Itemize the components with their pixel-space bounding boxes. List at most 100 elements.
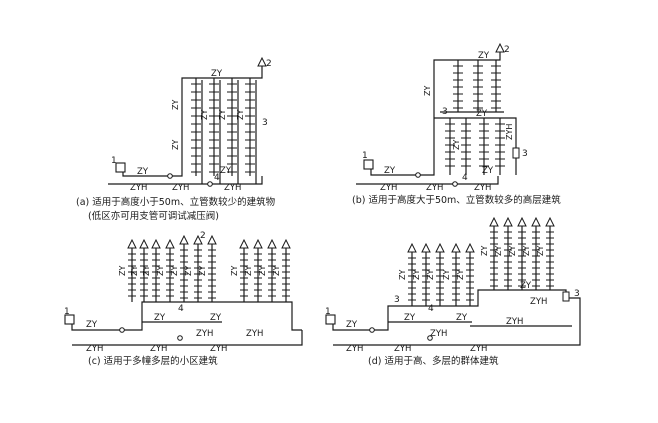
panel-a-zy-bottom: ZY <box>220 166 232 176</box>
panel-c-zyh-4: ZYH <box>246 329 263 339</box>
panel-b-zyh-vertical: ZYH <box>505 124 514 140</box>
panel-a-pump-icon <box>207 181 213 187</box>
panel-a-source-box <box>115 162 126 173</box>
panel-d-pump-icon <box>427 335 433 341</box>
panel-c-pump-icon <box>177 335 183 341</box>
panel-d-reducer-icon <box>562 291 570 302</box>
panel-d-label-1: 1 <box>325 307 331 317</box>
panel-a-valve-icon <box>167 173 173 179</box>
panel-b-reducer-icon <box>512 147 520 159</box>
panel-a-zy-vertical: ZY <box>171 100 180 110</box>
panel-d-zy-high: ZY <box>520 281 532 291</box>
caption-c: (c) 适用于多幢多层的小区建筑 <box>88 355 218 367</box>
panel-d-low-riser-3-label: ZY <box>426 270 435 280</box>
panel-d-supply-main <box>332 289 567 331</box>
panel-c-cluster1-riser-4-label: ZY <box>156 266 165 276</box>
panel-b-zy-bottom: ZY <box>482 166 494 176</box>
panel-d-high-riser-3-vent-icon <box>517 216 527 227</box>
panel-c-cluster1-riser-2-vent-icon <box>139 238 149 249</box>
panel-b-label-1: 1 <box>362 151 368 161</box>
panel-d-zyh-5: ZYH <box>530 297 547 307</box>
panel-d-low-riser-2-vent-icon <box>421 242 431 253</box>
panel-b-label-3b: 3 <box>522 149 528 159</box>
panel-b-supply-main <box>370 52 501 176</box>
panel-a-riser-3-label: ZY <box>218 110 227 120</box>
panel-a-zyh-1: ZYH <box>130 183 147 193</box>
panel-b-zyh-3: ZYH <box>474 183 491 193</box>
panel-d-low-riser-5-vent-icon <box>465 242 475 253</box>
panel-a-return-main <box>108 176 263 185</box>
panel-c-cluster1-riser-3-vent-icon <box>151 238 161 249</box>
panel-c-return-main <box>72 330 303 346</box>
panel-d-label-3b: 3 <box>574 289 580 299</box>
panel-d-valve-icon <box>369 327 375 333</box>
panel-d-high-riser-3-label: ZY <box>508 246 517 256</box>
panel-c-cluster3-riser-2-label: ZY <box>244 266 253 276</box>
panel-d-low-riser-1-vent-icon <box>407 242 417 253</box>
panel-b-source-box <box>363 159 374 170</box>
panel-c-zy-mid2: ZY <box>210 313 222 323</box>
panel-a-zy-top: ZY <box>211 69 223 79</box>
caption-a-line2: (低区亦可用支管可调试减压阀) <box>88 210 219 222</box>
panel-b-arrow-icon <box>495 42 505 53</box>
panel-d-low-riser-2-label: ZY <box>412 270 421 280</box>
panel-a-label-3: 3 <box>262 118 268 128</box>
panel-a-label-4: 4 <box>214 173 220 183</box>
panel-a-supply-main <box>122 66 263 177</box>
panel-d-zyh-6: ZYH <box>430 329 447 339</box>
panel-c-zy-main: ZY <box>86 320 98 330</box>
panel-d-low-riser-5-label: ZY <box>456 270 465 280</box>
panel-c-source-box <box>64 314 75 325</box>
panel-b-pump-icon <box>452 181 458 187</box>
caption-a-line1: (a) 适用于高度小于50m、立管数较少的建筑物 <box>76 196 276 208</box>
panel-c-cluster2-riser-3-label: ZY <box>198 266 207 276</box>
panel-c-cluster1-riser-2-label: ZY <box>130 266 139 276</box>
panel-c-cluster3-riser-4-label: ZY <box>272 266 281 276</box>
panel-d-zy-mid: ZY <box>404 313 416 323</box>
panel-d-low-riser-1-label: ZY <box>398 270 407 280</box>
panel-b-zy-main: ZY <box>384 166 396 176</box>
panel-d-label-4: 4 <box>428 304 434 314</box>
panel-d-high-riser-4-label: ZY <box>522 246 531 256</box>
panel-d-zyh-4: ZYH <box>506 317 523 327</box>
panel-d-high-riser-2-label: ZY <box>494 246 503 256</box>
panel-c-cluster2-riser-1-vent-icon <box>179 234 189 245</box>
panel-a-zy-main: ZY <box>137 167 149 177</box>
panel-c-zyh-3: ZYH <box>196 329 213 339</box>
panel-d-zyh-3: ZYH <box>470 344 487 354</box>
panel-c-label-1: 1 <box>64 307 70 317</box>
panel-c-cluster3-riser-1-label: ZY <box>230 266 239 276</box>
panel-a-label-2: 2 <box>266 59 272 69</box>
panel-d-high-riser-2-vent-icon <box>503 216 513 227</box>
panel-c-label-2: 2 <box>200 231 206 241</box>
panel-c-cluster3-riser-1-vent-icon <box>239 238 249 249</box>
panel-d-return-main <box>333 297 581 346</box>
panel-d-zyh-2: ZYH <box>394 344 411 354</box>
panel-b-label-3a: 3 <box>442 107 448 117</box>
panel-b-zy-vertical: ZY <box>423 86 432 96</box>
panel-c-cluster1-riser-1-label: ZY <box>118 266 127 276</box>
panel-c-cluster3-riser-3-label: ZY <box>258 266 267 276</box>
panel-d-high-riser-5-label: ZY <box>536 246 545 256</box>
panel-c-cluster1-riser-4-vent-icon <box>165 238 175 249</box>
panel-c-valve-icon <box>119 327 125 333</box>
panel-b-zy-top: ZY <box>478 51 490 61</box>
panel-c-zyh-1: ZYH <box>86 344 103 354</box>
panel-c-zy-mid: ZY <box>154 313 166 323</box>
panel-a-zy-vertical-2: ZY <box>171 140 180 150</box>
panel-b-risers: ZY <box>440 60 505 175</box>
panel-d-high-riser-4-vent-icon <box>531 216 541 227</box>
panel-d-zyh-1: ZYH <box>346 344 363 354</box>
panel-d-source-box <box>325 314 336 325</box>
panel-c-zyh-2: ZYH <box>150 344 167 354</box>
caption-b: (b) 适用于高度大于50m、立管数较多的高层建筑 <box>352 194 561 206</box>
panel-c-cluster1-riser-3-label: ZY <box>142 266 151 276</box>
caption-d: (d) 适用于高、多层的群体建筑 <box>368 355 499 367</box>
panel-c-supply-main <box>71 301 302 331</box>
